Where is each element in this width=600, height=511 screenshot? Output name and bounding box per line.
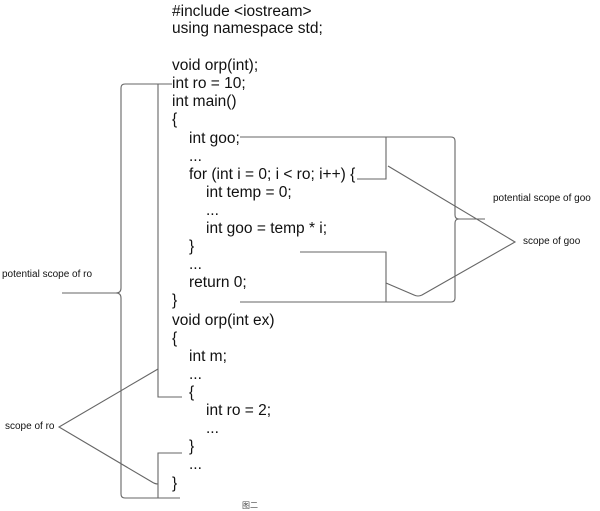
code-line: { <box>172 111 178 128</box>
code-line: int temp = 0; <box>206 184 292 201</box>
scope-goo-label: scope of goo <box>523 236 581 247</box>
code-line: ... <box>189 366 202 383</box>
code-line: using namespace std; <box>172 20 323 37</box>
code-line: ... <box>206 420 219 437</box>
code-line: return 0; <box>189 274 247 291</box>
code-line: for (int i = 0; i < ro; i++) { <box>189 166 356 183</box>
code-line: int ro = 10; <box>172 75 246 92</box>
code-line: #include <iostream> <box>172 3 312 20</box>
scope-ro-bracket-top <box>157 84 182 398</box>
code-line: int goo; <box>189 130 240 147</box>
scope-goo-pointer <box>385 165 517 297</box>
code-line: int main() <box>172 93 237 110</box>
potential-scope-goo-bracket <box>240 136 460 303</box>
code-line: } <box>189 238 195 255</box>
potential-scope-ro-label: potential scope of ro <box>2 269 93 280</box>
scope-goo-bracket-bottom <box>300 251 387 302</box>
code-line: } <box>189 438 195 455</box>
code-line: } <box>172 292 178 309</box>
code-line: void orp(int ex) <box>172 312 275 329</box>
code-line: { <box>189 384 195 401</box>
code-line: int goo = temp * i; <box>206 220 328 237</box>
figure-caption: 图二 <box>242 501 258 510</box>
scope-ro-label: scope of ro <box>5 421 55 432</box>
scope-ro-pointer <box>57 368 159 485</box>
code-line: ... <box>206 202 219 219</box>
code-line: ... <box>189 148 202 165</box>
code-line: int ro = 2; <box>206 402 272 419</box>
scope-goo-bracket-top <box>357 137 387 180</box>
scope-ro-bracket-bottom <box>157 452 182 498</box>
code-line: void orp(int); <box>172 57 259 74</box>
potential-scope-goo-label: potential scope of goo <box>493 193 591 204</box>
code-line: ... <box>189 456 202 473</box>
potential-scope-ro-bracket <box>115 83 180 499</box>
code-line: { <box>172 330 178 347</box>
code-line: } <box>172 475 178 492</box>
code-line: int m; <box>189 348 227 365</box>
code-line: ... <box>189 256 202 273</box>
